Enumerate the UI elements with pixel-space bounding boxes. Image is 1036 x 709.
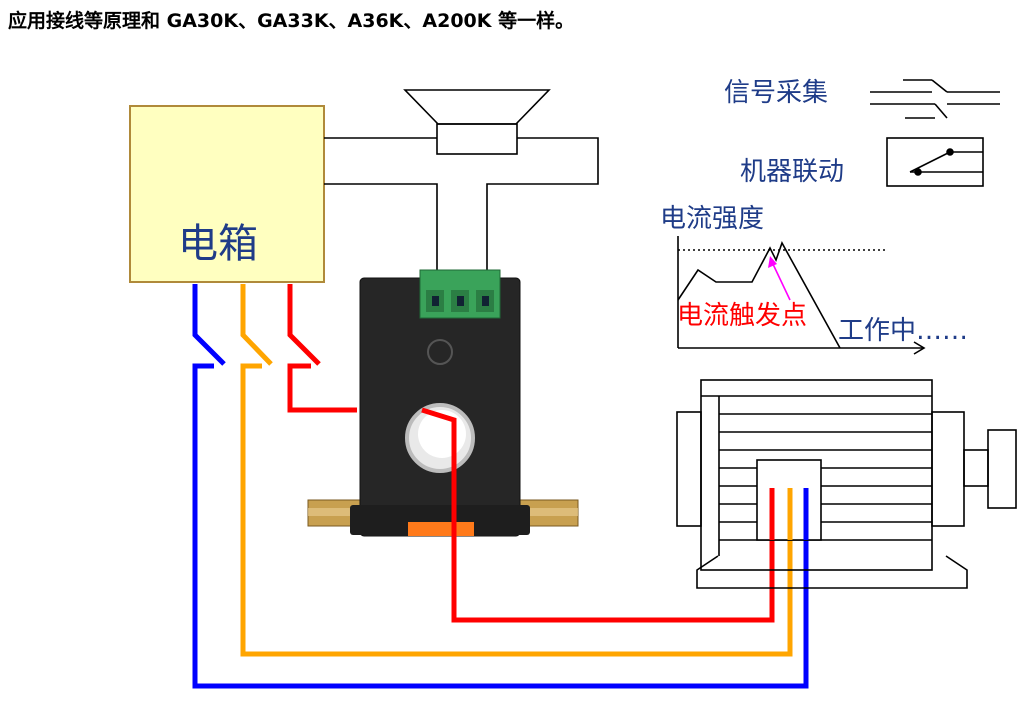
wire-orange [240,284,793,657]
wire-red [287,284,775,623]
relay-contact-icon [886,137,984,187]
speaker-wires [324,137,599,290]
current-sensor [307,269,579,537]
signal-label: 信号采集 [724,78,828,108]
din-clip [408,522,474,536]
contact-open-icon [870,79,1000,119]
trigger-arrow [771,261,791,301]
working-label: 工作中…… [838,316,968,346]
motor-icon [676,379,1017,589]
speaker-icon [403,89,551,155]
current-curve [677,241,841,349]
linkage-label: 机器联动 [740,157,844,187]
wire-blue [192,284,809,689]
electrical-box: 电箱 [129,105,325,283]
current-strength-label: 电流强度 [660,204,764,234]
page-title: 应用接线等原理和 GA30K、GA33K、A36K、A200K 等一样。 [8,10,575,32]
current-graph: 电流强度 电流触发点 工作中…… [660,204,968,355]
terminal-block [419,269,501,319]
trigger-point-label: 电流触发点 [677,301,807,331]
signal-acquisition-legend: 信号采集 [724,78,1000,119]
electrical-box-label: 电箱 [178,221,258,267]
machine-linkage-legend: 机器联动 [740,137,984,187]
logo-icon [427,339,453,365]
